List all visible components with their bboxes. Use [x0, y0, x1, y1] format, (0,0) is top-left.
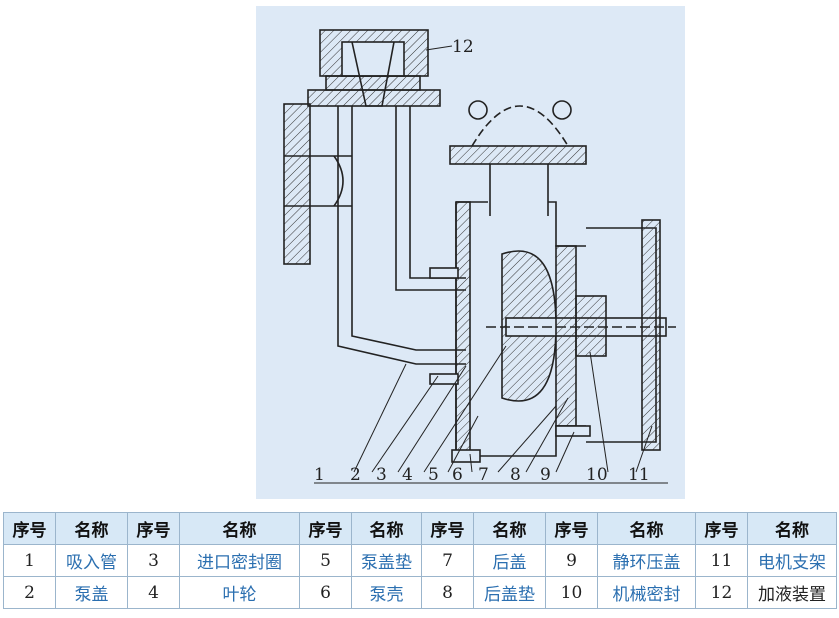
- header-seq-3: 序号: [299, 512, 352, 545]
- leader-line-1: [353, 363, 407, 473]
- table-row: 2 泵盖 4 叶轮 6 泵壳 8 后盖垫 10 机械密封 12 加液装置: [3, 576, 837, 609]
- header-seq-2: 序号: [127, 512, 180, 545]
- leader-line-4: [423, 345, 507, 473]
- discharge-arc: [471, 105, 569, 147]
- header-seq-6: 序号: [695, 512, 748, 545]
- table-cell: 静环压盖: [597, 544, 696, 577]
- header-seq-4: 序号: [421, 512, 474, 545]
- mechanical-seal: [575, 295, 607, 357]
- header-name-6: 名称: [747, 512, 837, 545]
- table-cell: 12: [695, 576, 748, 609]
- header-seq-5: 序号: [545, 512, 598, 545]
- part-label-6: 6: [452, 465, 463, 485]
- left-flange: [283, 103, 311, 265]
- lifting-eye-left: [468, 100, 488, 120]
- pump-cross-section-svg: 1 2 3 4 5 6 7 8 9 10 11 12: [283, 29, 676, 485]
- table-cell: 泵壳: [351, 576, 422, 609]
- part-label-7: 7: [478, 465, 489, 485]
- bracket-bolt: [555, 425, 591, 437]
- leader-line-12: [425, 45, 453, 51]
- motor-bracket-flange: [641, 219, 661, 451]
- part-label-8: 8: [510, 465, 521, 485]
- leader-line-8: [525, 397, 569, 473]
- table-cell: 后盖: [473, 544, 546, 577]
- table-cell: 加液装置: [747, 576, 837, 609]
- table-cell: 叶轮: [179, 576, 300, 609]
- table-cell: 5: [299, 544, 352, 577]
- table-cell: 泵盖垫: [351, 544, 422, 577]
- table-cell: 后盖垫: [473, 576, 546, 609]
- table-cell: 1: [3, 544, 56, 577]
- pump-cross-section-drawing: 1 2 3 4 5 6 7 8 9 10 11 12: [256, 6, 685, 499]
- part-label-2: 2: [350, 465, 361, 485]
- casing-bolt-lower: [429, 373, 459, 385]
- table-cell: 进口密封圈: [179, 544, 300, 577]
- filling-device-base: [325, 75, 421, 91]
- leader-line-5: [447, 415, 479, 473]
- filling-device-inner: [341, 41, 405, 77]
- suction-pipe-right: [395, 106, 466, 291]
- part-label-1: 1: [314, 465, 325, 485]
- header-seq-1: 序号: [3, 512, 56, 545]
- inlet-nozzle: [284, 155, 352, 207]
- lifting-eye-right: [552, 100, 572, 120]
- discharge-flange: [449, 145, 587, 165]
- table-row: 1 吸入管 3 进口密封圈 5 泵盖垫 7 后盖 9 静环压盖 11 电机支架: [3, 544, 837, 577]
- header-name-2: 名称: [179, 512, 300, 545]
- part-label-10: 10: [586, 465, 608, 485]
- table-cell: 9: [545, 544, 598, 577]
- part-label-11: 11: [628, 465, 650, 485]
- table-cell: 3: [127, 544, 180, 577]
- part-label-5: 5: [428, 465, 439, 485]
- inlet-arc: [333, 155, 344, 207]
- leader-line-9: [555, 431, 575, 473]
- leader-line-7: [497, 405, 557, 473]
- part-label-12: 12: [452, 37, 474, 57]
- table-cell: 电机支架: [747, 544, 837, 577]
- table-cell: 机械密封: [597, 576, 696, 609]
- table-cell: 11: [695, 544, 748, 577]
- discharge-pipe: [489, 164, 549, 216]
- table-cell: 6: [299, 576, 352, 609]
- parts-table: 序号 名称 序号 名称 序号 名称 序号 名称 序号 名称 序号 名称 1 吸入…: [3, 512, 837, 609]
- leader-line-3: [397, 365, 467, 473]
- table-cell: 吸入管: [55, 544, 128, 577]
- table-cell: 7: [421, 544, 474, 577]
- suction-pipe-outer: [337, 106, 466, 365]
- header-name-1: 名称: [55, 512, 128, 545]
- part-label-9: 9: [540, 465, 551, 485]
- header-name-3: 名称: [351, 512, 422, 545]
- table-cell: 8: [421, 576, 474, 609]
- leader-line-6: [469, 453, 473, 473]
- part-label-3: 3: [376, 465, 387, 485]
- header-name-5: 名称: [597, 512, 696, 545]
- suction-pipe-inner: [351, 106, 466, 351]
- table-cell: 泵盖: [55, 576, 128, 609]
- leader-line-2: [371, 375, 439, 473]
- part-label-4: 4: [402, 465, 413, 485]
- leader-line-10: [589, 351, 609, 473]
- header-name-4: 名称: [473, 512, 546, 545]
- back-cover: [555, 245, 577, 427]
- table-cell: 2: [3, 576, 56, 609]
- table-header-row: 序号 名称 序号 名称 序号 名称 序号 名称 序号 名称 序号 名称: [3, 512, 837, 545]
- table-cell: 4: [127, 576, 180, 609]
- upper-flange: [307, 89, 441, 107]
- casing-bolt-upper: [429, 267, 459, 279]
- leader-line-11: [635, 425, 653, 473]
- pump-casing-wall: [455, 201, 471, 457]
- drain-plug: [451, 449, 481, 463]
- table-cell: 10: [545, 576, 598, 609]
